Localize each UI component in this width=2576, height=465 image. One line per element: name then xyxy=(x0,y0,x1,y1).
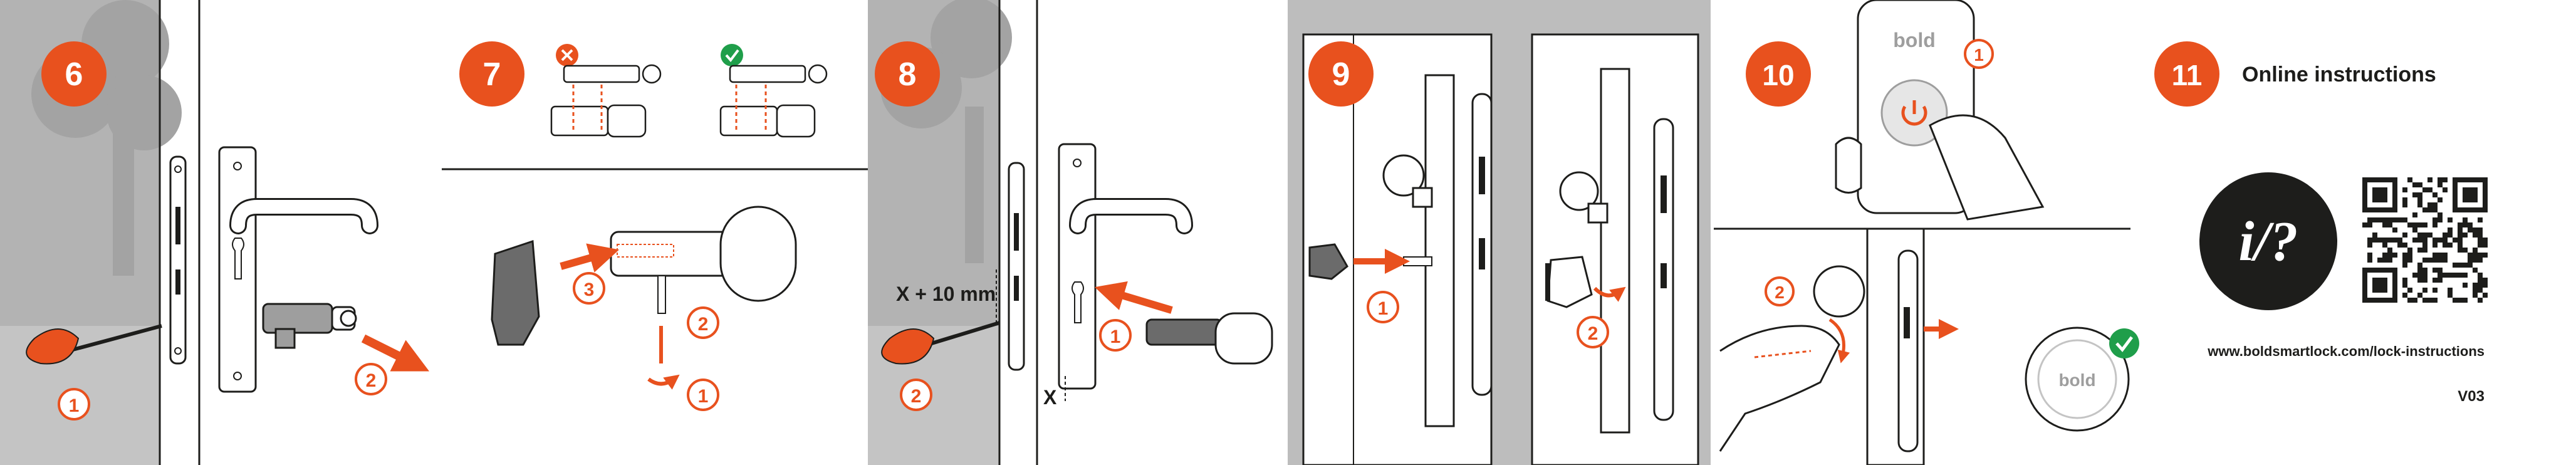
euro-cylinder xyxy=(262,303,357,349)
smart-lock-cylinder xyxy=(1145,312,1273,365)
check-badge xyxy=(721,44,743,66)
screwdriver xyxy=(927,321,1000,347)
step-7-sub-1: 1 xyxy=(698,386,709,407)
key-icon xyxy=(340,310,357,327)
cylinder-correct xyxy=(719,64,828,138)
measure-label: X + 10 mm xyxy=(896,283,996,305)
door-knob xyxy=(1559,171,1599,211)
step-9-badge xyxy=(1308,41,1374,107)
online-instructions-title: Online instructions xyxy=(2242,63,2436,86)
step-7-sub-3: 3 xyxy=(584,280,595,300)
qr-code[interactable] xyxy=(2362,177,2488,303)
turn-arrow xyxy=(1828,318,1850,363)
door-knob xyxy=(1382,154,1425,197)
help-icon xyxy=(2199,172,2337,310)
hand-icon xyxy=(1719,325,1840,452)
lock-cover xyxy=(1308,243,1348,280)
power-icon xyxy=(1901,105,1927,126)
step-6-sub-2: 2 xyxy=(366,370,377,391)
step-7-panel: 7 xyxy=(442,41,868,411)
check-icon xyxy=(725,49,739,63)
rotate-arrow xyxy=(26,328,80,365)
step-6-number: 6 xyxy=(65,56,83,93)
keyhole xyxy=(232,238,244,280)
version-label: V03 xyxy=(2458,388,2485,405)
check-badge xyxy=(2109,328,2139,358)
step-10-panel: bold 1 2 10 xyxy=(1714,0,2130,465)
help-glyph: i/? xyxy=(2238,211,2298,273)
pull-arrow xyxy=(361,334,430,372)
lock-knob xyxy=(719,206,797,302)
step-8-number: 8 xyxy=(899,56,917,93)
step-6-panel: 6 1 2 xyxy=(0,0,430,465)
strike-plate xyxy=(1008,162,1025,371)
x-label: X xyxy=(1043,386,1057,409)
step-8-sub-1: 1 xyxy=(1110,327,1121,347)
turn-arrow xyxy=(1593,286,1626,302)
lock-cover xyxy=(491,239,540,346)
step-6-sub-1: 1 xyxy=(69,395,80,416)
step-10-sub-1: 1 xyxy=(1974,45,1984,65)
step-6-badge xyxy=(41,41,107,107)
strike-plate xyxy=(169,155,187,365)
step-11-number: 11 xyxy=(2172,59,2203,91)
step-10-badge xyxy=(1746,41,1811,107)
strike-plate xyxy=(1897,249,1919,452)
step-7-sub-2: 2 xyxy=(698,314,709,335)
instructions-url[interactable]: www.boldsmartlock.com/lock-instructions xyxy=(2207,343,2485,359)
step-9-panel: 9 1 2 xyxy=(1288,0,1711,465)
step-9-sub-2: 2 xyxy=(1588,323,1598,344)
check-icon xyxy=(2115,336,2133,352)
round-lock-logo: bold xyxy=(2058,370,2095,390)
rotate-arrow xyxy=(881,328,935,365)
step-8-panel: X + 10 mm X 8 1 2 xyxy=(868,0,1273,465)
step-9-sub-1: 1 xyxy=(1378,298,1389,319)
door-lever xyxy=(1071,200,1191,232)
cross-icon xyxy=(561,49,573,61)
cylinder-short-wrong xyxy=(550,64,662,138)
step-10-number: 10 xyxy=(1762,59,1794,91)
door-lever xyxy=(231,200,377,232)
step-10-sub-2: 2 xyxy=(1775,283,1785,302)
insert-arrow xyxy=(560,243,620,273)
insert-arrow xyxy=(1095,281,1173,314)
door-knob xyxy=(1813,265,1865,318)
step-8-badge xyxy=(875,41,940,107)
lock-logo: bold xyxy=(1893,29,1936,51)
step-11-panel: 11 Online instructions i/? bold www.bold… xyxy=(2025,41,2488,432)
hand-icon xyxy=(1929,114,2045,221)
step-7-number: 7 xyxy=(483,56,501,93)
handle-plate xyxy=(1058,143,1097,390)
step-8-sub-2: 2 xyxy=(911,386,922,407)
step-11-badge xyxy=(2154,41,2219,107)
smart-lock-cylinder xyxy=(491,206,797,346)
turn-arrow xyxy=(647,374,680,390)
step-9-number: 9 xyxy=(1332,56,1350,93)
step-7-badge xyxy=(459,41,524,107)
